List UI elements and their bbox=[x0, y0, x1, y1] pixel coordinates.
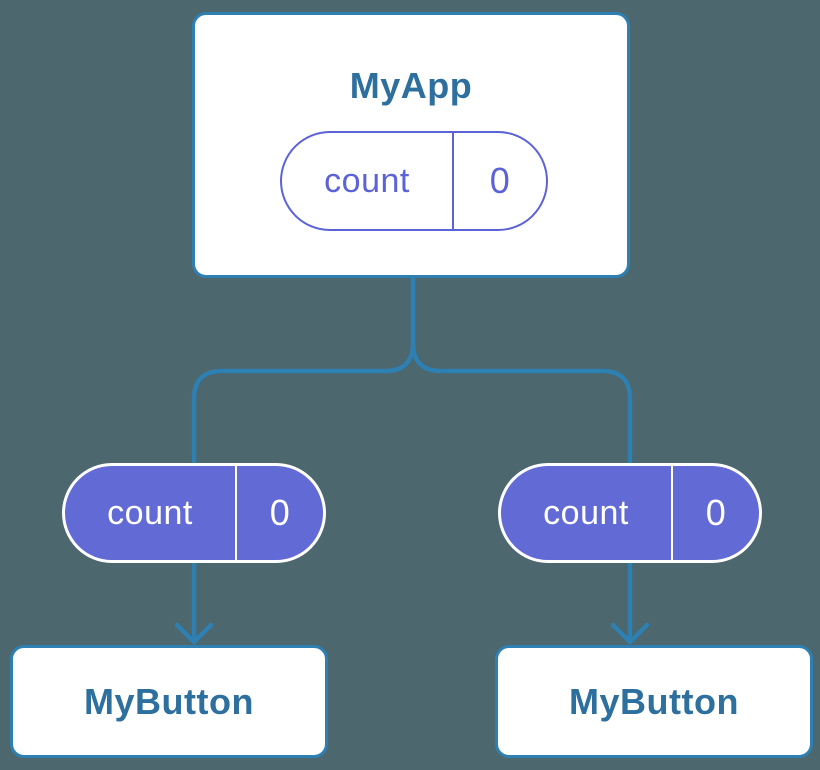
left-prop-value: 0 bbox=[235, 466, 323, 560]
right-arrow-down-icon bbox=[610, 622, 650, 645]
root-component-title: MyApp bbox=[349, 65, 473, 106]
left-prop-label: count bbox=[107, 493, 193, 532]
left-arrow-down-icon bbox=[174, 622, 214, 645]
root-state-pill: count 0 bbox=[280, 131, 548, 231]
root-state-label: count bbox=[324, 161, 410, 200]
left-child-title: MyButton bbox=[84, 680, 254, 722]
root-state-value: 0 bbox=[452, 133, 546, 229]
root-component-node: MyApp count 0 bbox=[192, 12, 630, 278]
left-prop-pill: count 0 bbox=[62, 463, 326, 563]
right-prop-label: count bbox=[543, 493, 629, 532]
right-child-title: MyButton bbox=[569, 680, 739, 722]
left-child-node: MyButton bbox=[10, 645, 328, 758]
right-prop-value: 0 bbox=[671, 466, 759, 560]
right-child-node: MyButton bbox=[495, 645, 813, 758]
right-prop-pill: count 0 bbox=[498, 463, 762, 563]
connector-root-to-left-pill bbox=[191, 275, 416, 466]
connector-root-to-right-pill bbox=[410, 275, 633, 466]
